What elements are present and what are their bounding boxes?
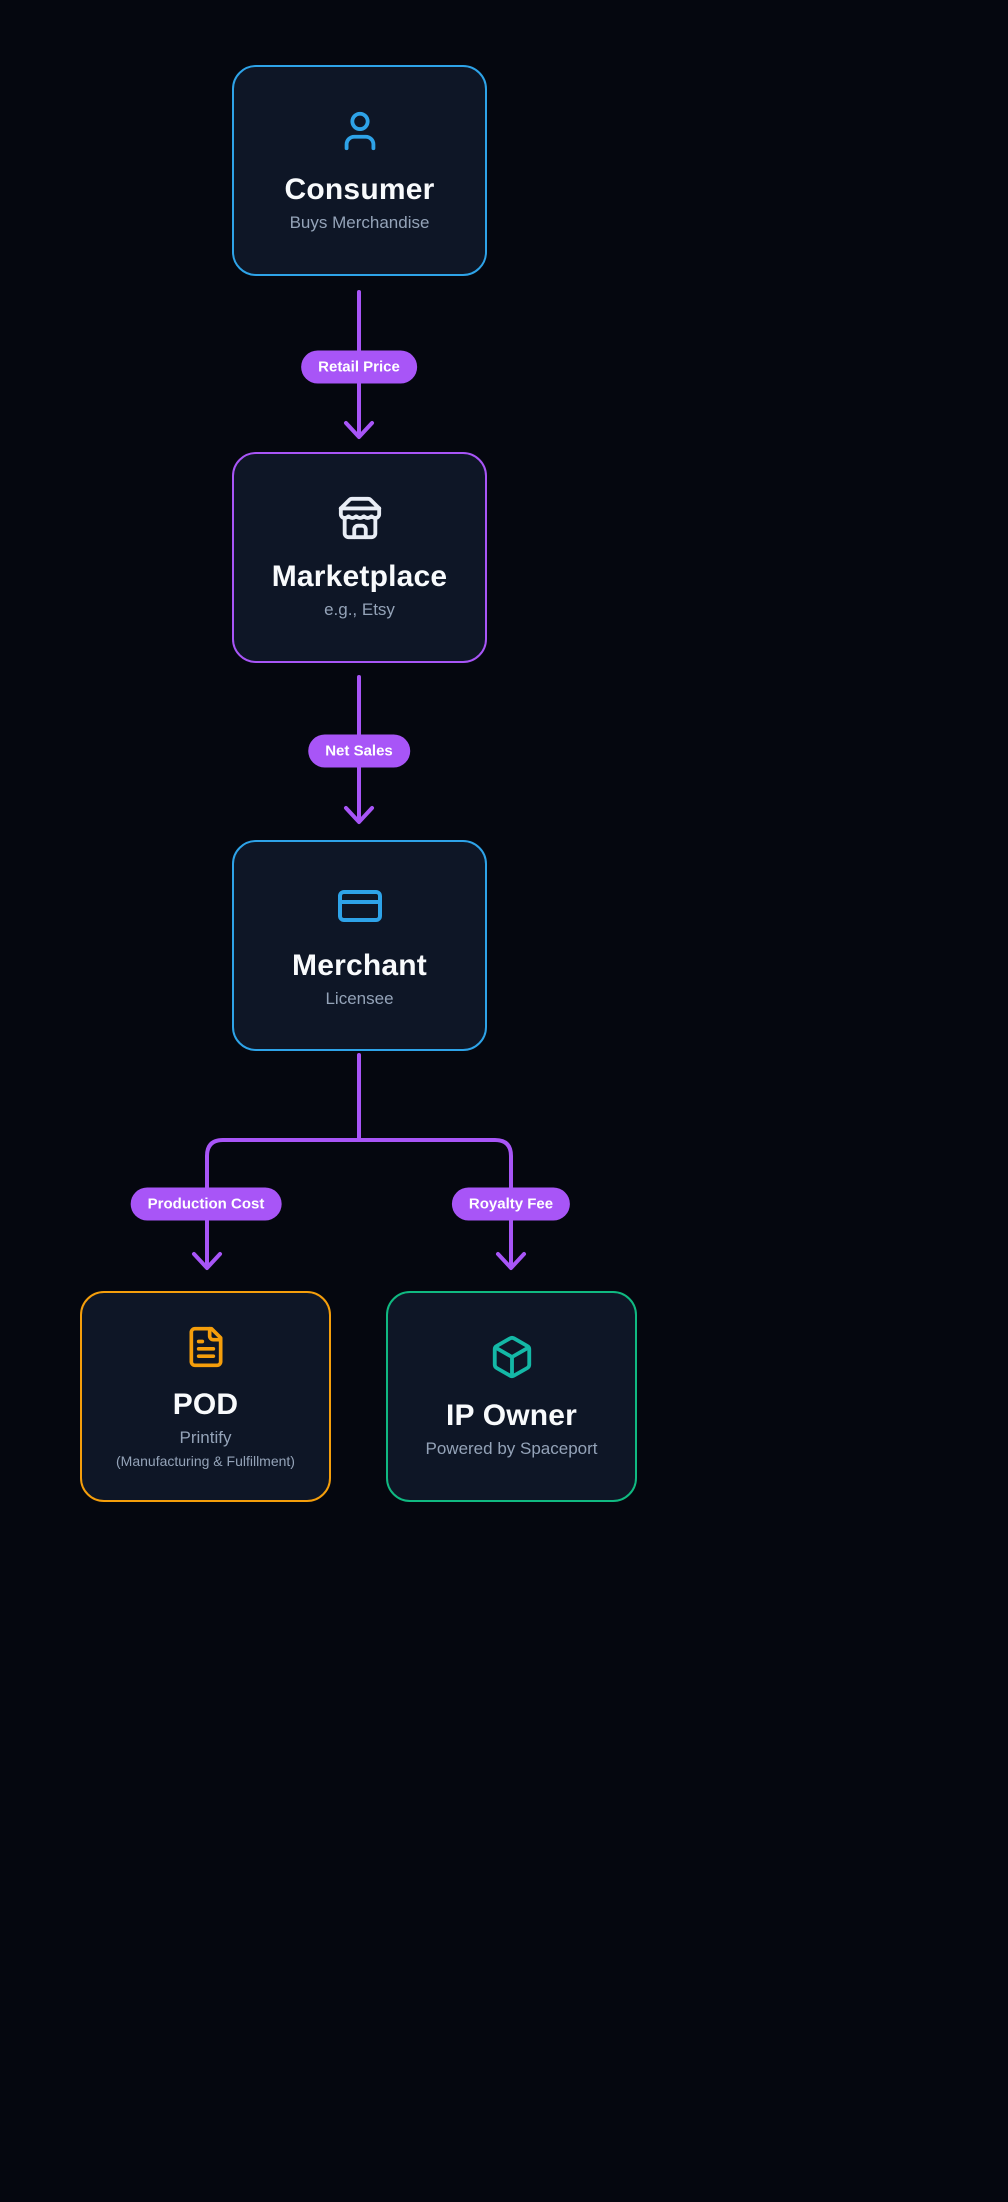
arrowhead-merchant-pod: [192, 1252, 222, 1270]
arrowhead-marketplace-merchant: [344, 806, 374, 824]
node-consumer-subtitle: Buys Merchandise: [289, 213, 430, 232]
edge-label-production-cost: Production Cost: [130, 1187, 282, 1221]
user-icon: [337, 108, 383, 159]
node-merchant-title: Merchant: [292, 949, 427, 982]
arrowhead-merchant-ip: [496, 1252, 526, 1270]
node-marketplace-subtitle: e.g., Etsy: [324, 600, 395, 619]
node-merchant: Merchant Licensee: [232, 840, 487, 1051]
node-consumer-title: Consumer: [284, 173, 435, 206]
edge-label-net-sales: Net Sales: [308, 734, 410, 768]
cube-icon: [489, 1334, 535, 1385]
node-pod-note: (Manufacturing & Fulfillment): [116, 1452, 295, 1469]
node-pod: POD Printify (Manufacturing & Fulfillmen…: [80, 1291, 331, 1502]
node-marketplace-title: Marketplace: [271, 560, 448, 593]
node-merchant-subtitle: Licensee: [325, 989, 394, 1008]
credit-card-icon: [336, 882, 384, 935]
edge-label-royalty-fee: Royalty Fee: [451, 1187, 571, 1221]
edge-label-retail-price: Retail Price: [301, 350, 417, 384]
node-consumer: Consumer Buys Merchandise: [232, 65, 487, 276]
node-pod-title: POD: [172, 1387, 239, 1421]
arrowhead-consumer-marketplace: [344, 421, 374, 439]
storefront-icon: [337, 495, 383, 546]
node-marketplace: Marketplace e.g., Etsy: [232, 452, 487, 663]
node-pod-subtitle: Printify: [179, 1427, 232, 1447]
node-ip-owner-title: IP Owner: [445, 1399, 578, 1432]
node-ip-owner-subtitle: Powered by Spaceport: [425, 1439, 598, 1458]
document-icon: [184, 1325, 228, 1374]
node-ip-owner: IP Owner Powered by Spaceport: [386, 1291, 637, 1502]
